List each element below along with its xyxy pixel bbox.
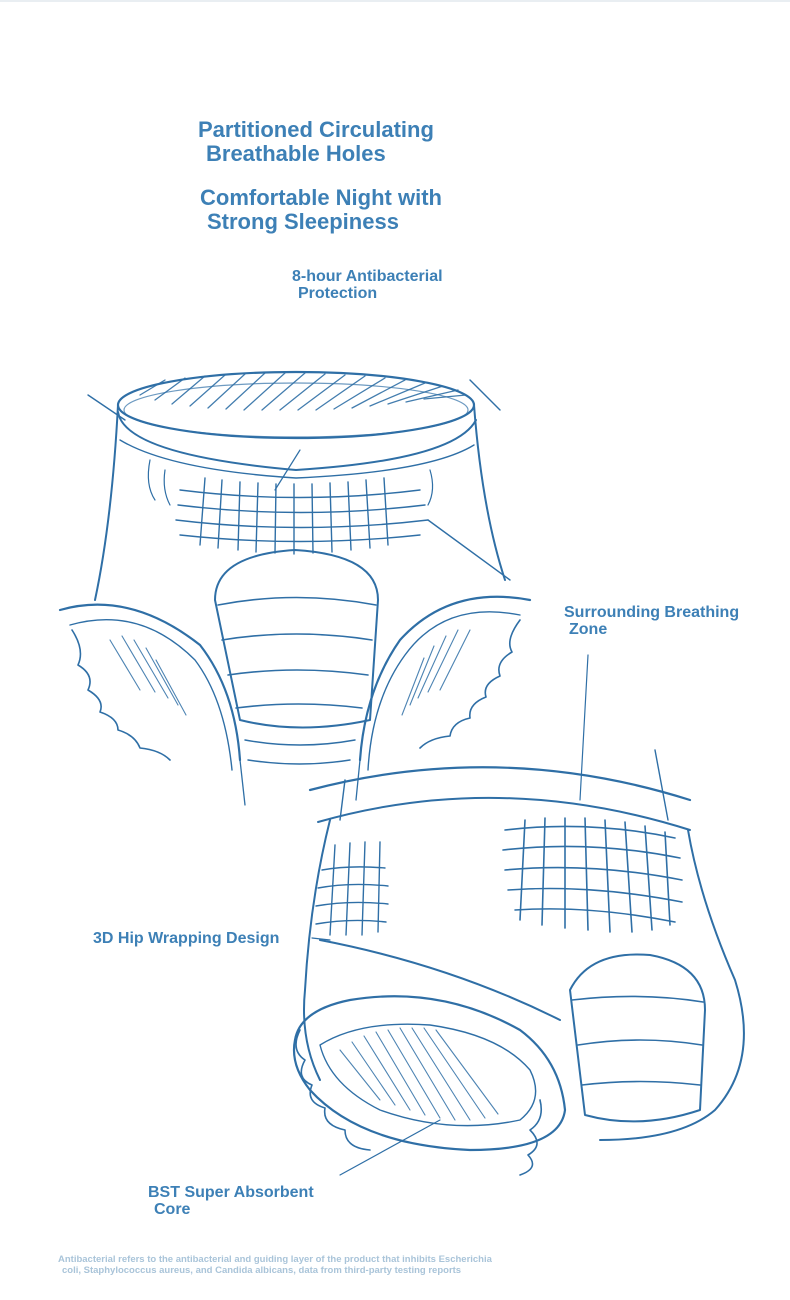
label-line: Zone: [569, 621, 608, 639]
label-line: Core: [154, 1201, 191, 1219]
label-surrounding-breathing-zone: Surrounding Breathing Zone: [564, 604, 739, 639]
label-line: 3D Hip Wrapping Design: [93, 930, 280, 947]
front-view-diaper-sketch: [58, 370, 532, 806]
headline-comfortable-night: Comfortable Night with Strong Sleepiness: [200, 186, 442, 234]
label-super-absorbent-core: BST Super Absorbent Core: [148, 1184, 314, 1219]
headline-line: Partitioned Circulating: [198, 117, 434, 142]
rear-view-diaper-sketch: [292, 654, 745, 1176]
label-antibacterial-protection: 8-hour Antibacterial Protection: [292, 268, 443, 303]
headline-line: Breathable Holes: [206, 140, 386, 166]
label-line: Surrounding Breathing: [564, 604, 740, 621]
footnote: Antibacterial refers to the antibacteria…: [58, 1254, 618, 1277]
top-divider: [0, 0, 790, 2]
label-hip-wrapping-design: 3D Hip Wrapping Design: [93, 930, 279, 947]
headline-line: Comfortable Night with: [200, 185, 442, 210]
headline-breathable-holes: Partitioned Circulating Breathable Holes: [198, 118, 434, 166]
footnote-line: Antibacterial refers to the antibacteria…: [58, 1254, 492, 1265]
headline-line: Strong Sleepiness: [207, 208, 399, 234]
label-line: 8-hour Antibacterial: [292, 268, 443, 285]
label-line: BST Super Absorbent: [148, 1184, 314, 1201]
footnote-line: coli, Staphylococcus aureus, and Candida…: [62, 1264, 462, 1276]
label-line: Protection: [298, 285, 378, 303]
